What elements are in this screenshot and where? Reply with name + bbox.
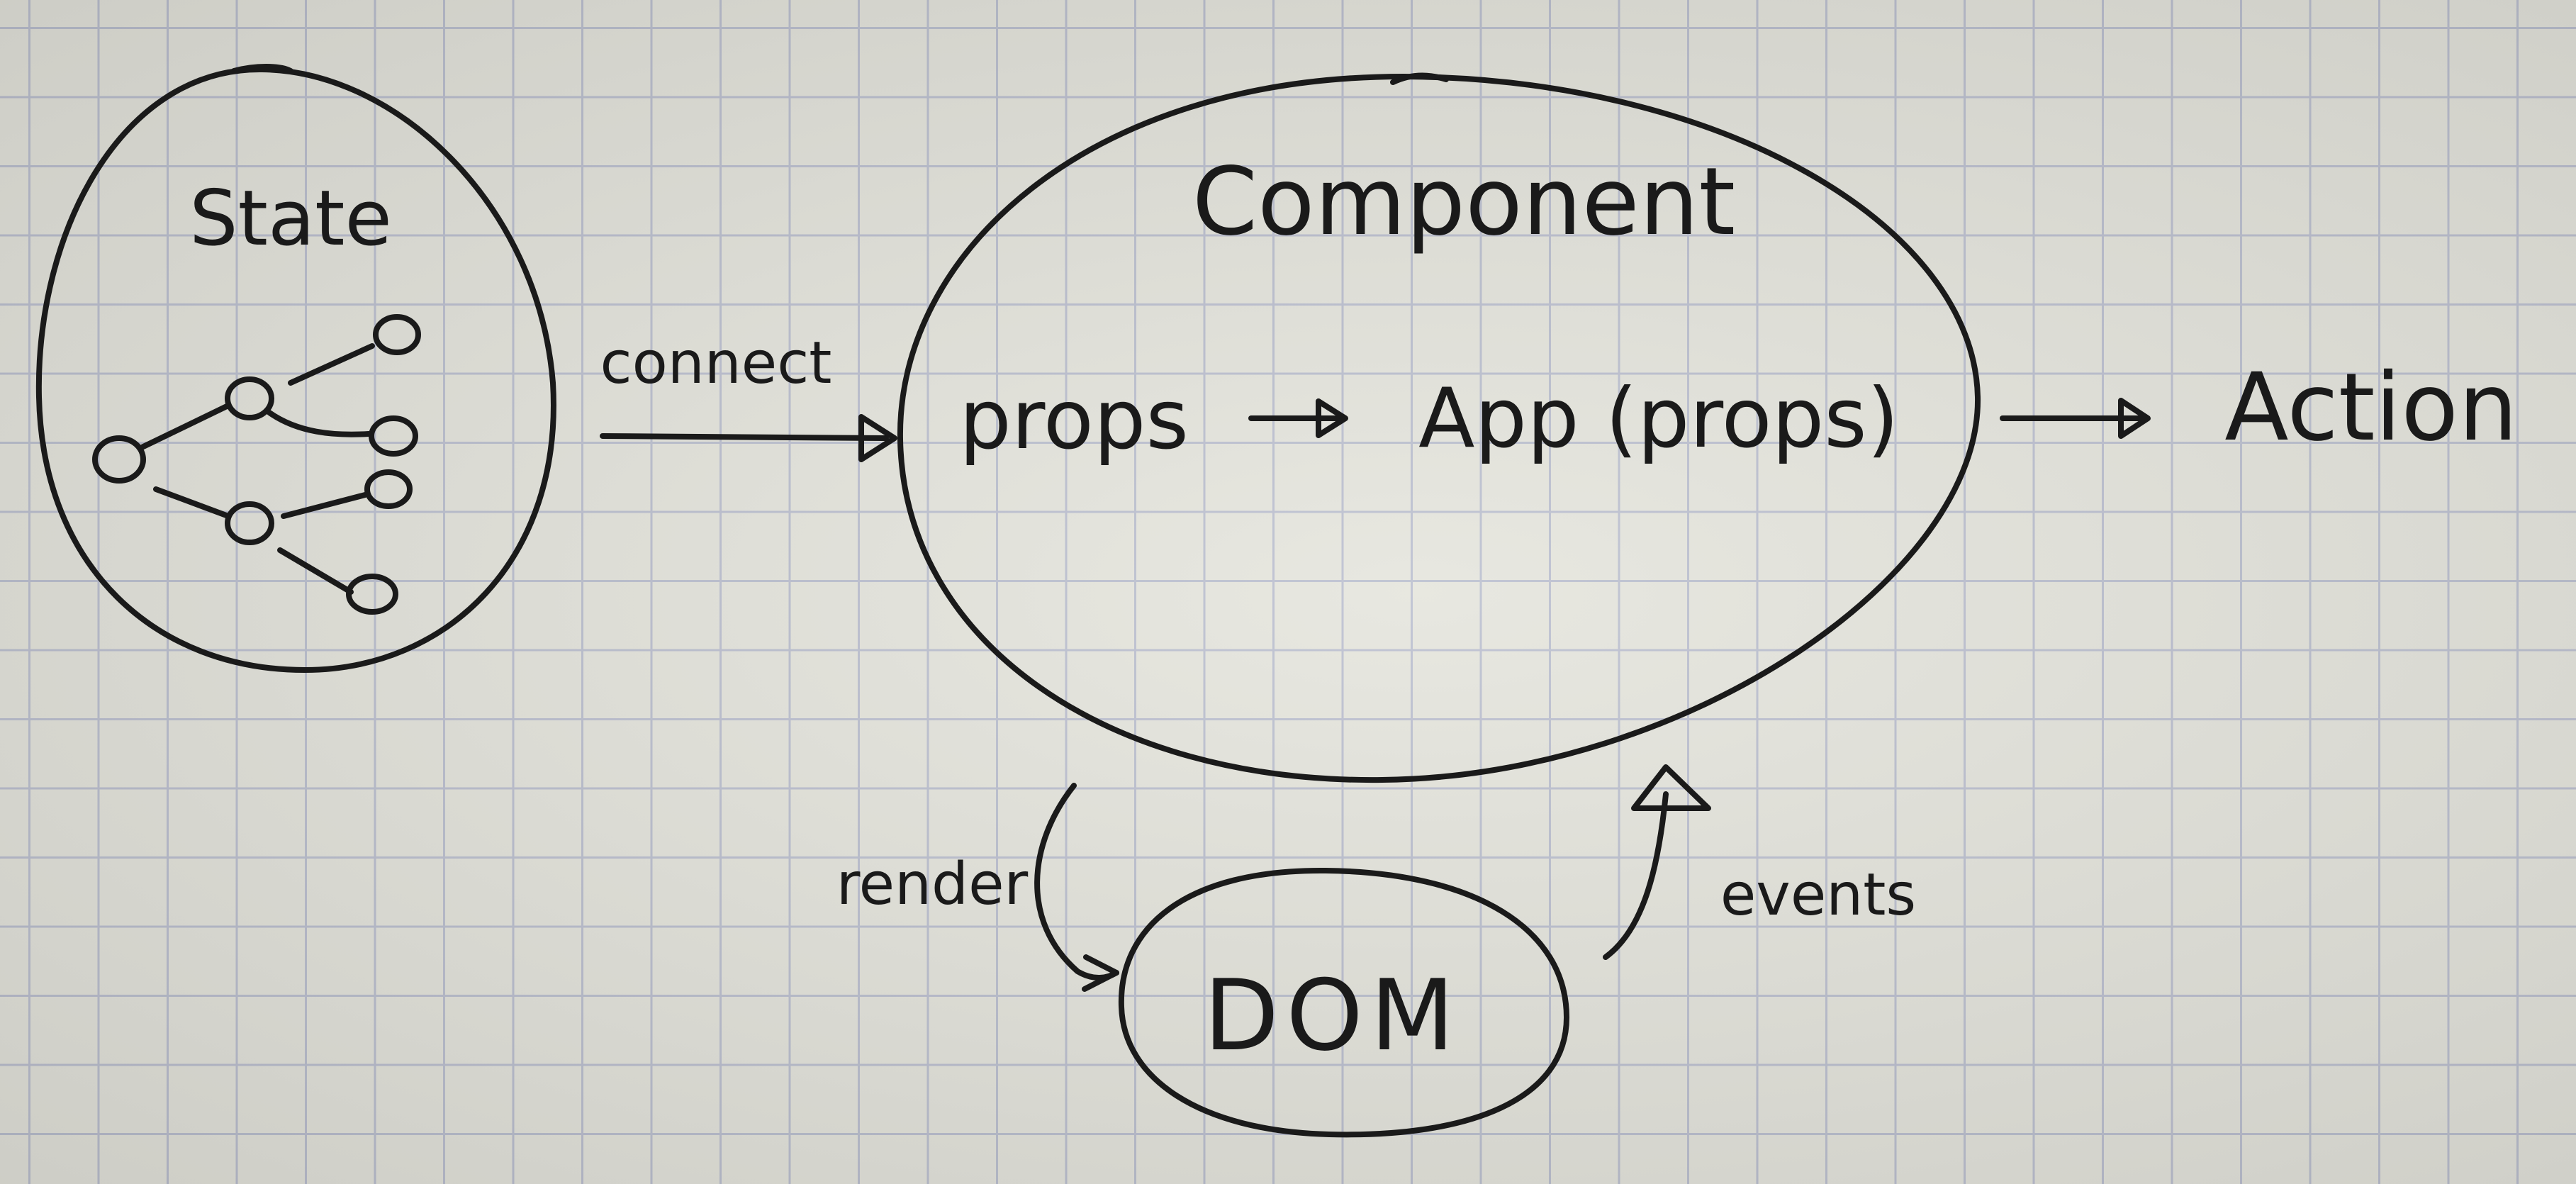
state-tree-icon	[92, 314, 421, 615]
render-arrow-line	[1034, 783, 1119, 981]
tree-node-b	[225, 501, 274, 545]
component-ellipse	[897, 74, 1981, 783]
tree-edge	[138, 403, 231, 451]
action-arrowhead-icon	[2118, 398, 2151, 439]
action-label: Action	[2224, 353, 2517, 462]
connect-arrowhead-icon	[858, 414, 897, 462]
state-circle	[35, 66, 556, 673]
dom-node: DOM	[1118, 867, 1569, 1138]
connect-edge: connect	[600, 330, 897, 462]
dom-ellipse	[1118, 867, 1569, 1138]
tree-node-a2	[369, 415, 418, 457]
events-arrowhead-icon	[1631, 764, 1711, 811]
events-label: events	[1720, 861, 1916, 929]
tree-node-b2	[346, 574, 398, 615]
events-arrow-line	[1603, 791, 1669, 960]
events-edge: events	[1603, 764, 1916, 960]
action-edge	[2000, 398, 2151, 439]
tree-edge	[281, 492, 368, 519]
component-node: Component props App (props)	[897, 72, 1981, 783]
tree-edge	[153, 486, 231, 519]
props-arrowhead-icon	[1316, 398, 1348, 438]
tree-edge	[288, 343, 375, 386]
state-label: State	[189, 174, 392, 263]
props-label: props	[959, 372, 1189, 468]
tree-node-a1	[373, 314, 421, 355]
render-edge: render	[836, 783, 1119, 992]
connect-label: connect	[600, 330, 832, 397]
render-label: render	[836, 851, 1029, 918]
tree-edge	[267, 410, 371, 437]
state-node: State	[35, 64, 556, 673]
app-label: App (props)	[1418, 371, 1899, 467]
tree-edge	[277, 547, 354, 595]
connect-arrow-line	[600, 433, 889, 441]
tree-node-root	[92, 435, 146, 484]
component-ellipse-overstroke	[1390, 72, 1449, 85]
props-to-app-arrow	[1248, 398, 1348, 438]
render-arrowhead-icon	[1082, 954, 1119, 992]
component-label: Component	[1192, 147, 1735, 257]
dom-label: DOM	[1204, 959, 1462, 1073]
tree-node-a	[225, 376, 274, 420]
state-circle-overstroke	[231, 64, 293, 74]
tree-node-b1	[364, 469, 413, 509]
